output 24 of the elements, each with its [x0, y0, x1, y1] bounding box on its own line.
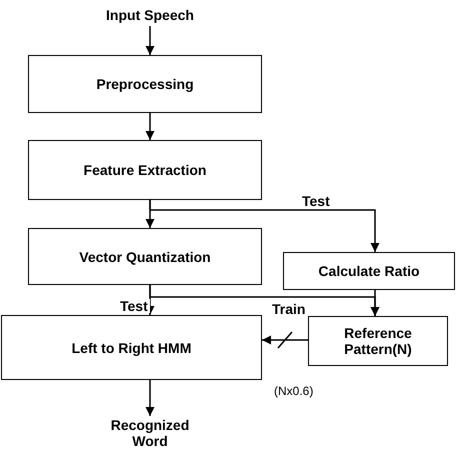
process-box	[28, 228, 262, 285]
arrow	[149, 200, 380, 252]
arrow	[146, 26, 154, 55]
arrow	[146, 113, 154, 140]
box-label: Feature Extraction	[84, 162, 206, 178]
edge-label: Test	[300, 194, 332, 208]
edge-label: Test	[118, 299, 150, 313]
edge-label: Train	[270, 302, 308, 316]
process-box	[283, 252, 455, 290]
box-label: Preprocessing	[96, 76, 194, 92]
arrow	[370, 290, 380, 316]
box-label: Left to Right HMM	[72, 340, 192, 356]
arrow	[262, 336, 308, 344]
box-label: Vector Quantization	[79, 248, 211, 264]
box-label: Calculate Ratio	[318, 263, 420, 279]
process-box	[1, 315, 262, 380]
note-label: (Nx0.6)	[272, 384, 316, 398]
box-label: Reference Pattern(N)	[343, 325, 413, 357]
process-box	[308, 316, 448, 366]
arrow	[146, 380, 154, 416]
io-text: Recognized Word	[95, 416, 205, 450]
io-text: Input Speech	[90, 4, 210, 26]
process-box	[28, 55, 262, 113]
process-box	[28, 140, 262, 200]
